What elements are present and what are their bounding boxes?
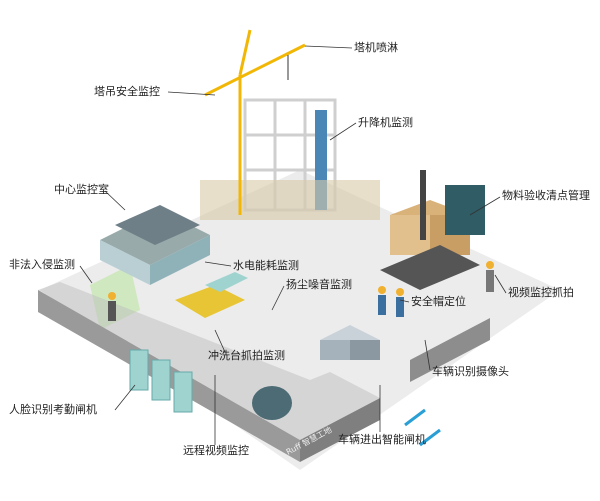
label-remote-video: 远程视频监控 — [183, 444, 249, 457]
label-face-gate: 人脸识别考勤闸机 — [9, 403, 97, 416]
label-tower-crane-safety: 塔吊安全监控 — [94, 85, 160, 98]
wash-platform — [175, 285, 245, 318]
face-gate-3 — [173, 371, 193, 413]
label-video-capture: 视频监控抓拍 — [508, 286, 574, 299]
face-gate-2 — [151, 359, 171, 401]
control-room-roof — [115, 205, 200, 245]
label-dust-noise-monitor: 扬尘噪音监测 — [286, 278, 352, 291]
ramp — [380, 245, 480, 290]
tower-crane — [204, 29, 306, 215]
face-gate-1 — [129, 349, 149, 391]
leader-lines — [79, 45, 507, 445]
wall-front — [300, 398, 380, 462]
label-intrusion-detection: 非法入侵监测 — [9, 258, 75, 271]
traffic-arrows — [404, 408, 441, 447]
label-vehicle-gate: 车辆进出智能闸机 — [338, 433, 426, 446]
label-material-check: 物料验收清点管理 — [502, 189, 590, 202]
label-central-control-room: 中心监控室 — [54, 183, 109, 196]
pipe — [252, 386, 292, 420]
label-vehicle-camera: 车辆识别摄像头 — [432, 365, 509, 378]
label-hoist-monitor: 升降机监测 — [358, 116, 413, 129]
label-wash-platform-capture: 冲洗台抓拍监测 — [208, 349, 285, 362]
label-tower-spray: 塔机喷淋 — [354, 41, 398, 54]
label-energy-monitor: 水电能耗监测 — [233, 259, 299, 272]
wall-right — [410, 318, 490, 382]
label-helmet-positioning: 安全帽定位 — [411, 295, 466, 308]
